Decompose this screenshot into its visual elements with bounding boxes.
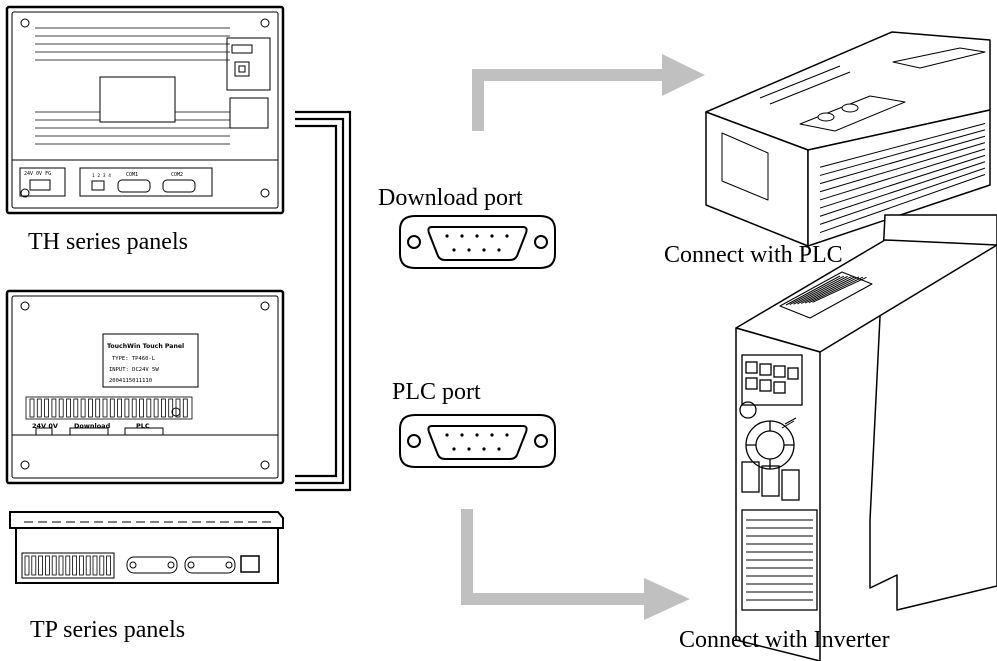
tp-sticker-serial: 2004115011110: [109, 378, 152, 384]
th-dip-label: 1 2 3 4: [92, 173, 111, 179]
plc-device: [705, 31, 991, 247]
tp-series-panel: [5, 289, 285, 485]
cable-bracket: [295, 110, 352, 492]
tp-terminal-comb: [29, 398, 188, 418]
inverter-top-vent: [785, 275, 867, 306]
inverter-front-panel: [739, 354, 818, 611]
inverter-bottom-vent: [746, 519, 813, 601]
tp-power-label: 24V 0V: [32, 422, 58, 430]
arrow-to-plc: [472, 54, 705, 131]
connect-plc-label: Connect with PLC: [664, 242, 843, 268]
tp-plc-label: PLC: [136, 422, 150, 430]
tp-download-label: Download: [74, 422, 111, 430]
download-port-label: Download port: [378, 185, 523, 211]
tp-side-terminal-comb: [24, 555, 111, 576]
connect-inverter-label: Connect with Inverter: [679, 627, 890, 653]
th-terminal-label: 24V 0V FG: [24, 171, 51, 177]
plc-heat-fins: [819, 123, 986, 234]
arrow-to-inverter: [461, 509, 690, 620]
th-com2-label: COM2: [171, 172, 183, 178]
tp-series-label: TP series panels: [30, 617, 186, 643]
th-com1-label: COM1: [126, 172, 138, 178]
plc-port-icon: [399, 414, 556, 468]
th-series-panel: [5, 5, 285, 215]
tp-sticker-title: TouchWin Touch Panel: [107, 343, 184, 350]
download-port-icon: [399, 215, 556, 269]
tp-sticker-input: INPUT: DC24V 5W: [109, 367, 159, 373]
inverter-device: [735, 214, 997, 661]
tp-series-side-view: [9, 511, 284, 584]
th-series-label: TH series panels: [28, 229, 188, 255]
plc-port-label: PLC port: [392, 379, 481, 405]
tp-sticker-type: TYPE: TP460-L: [112, 356, 156, 362]
